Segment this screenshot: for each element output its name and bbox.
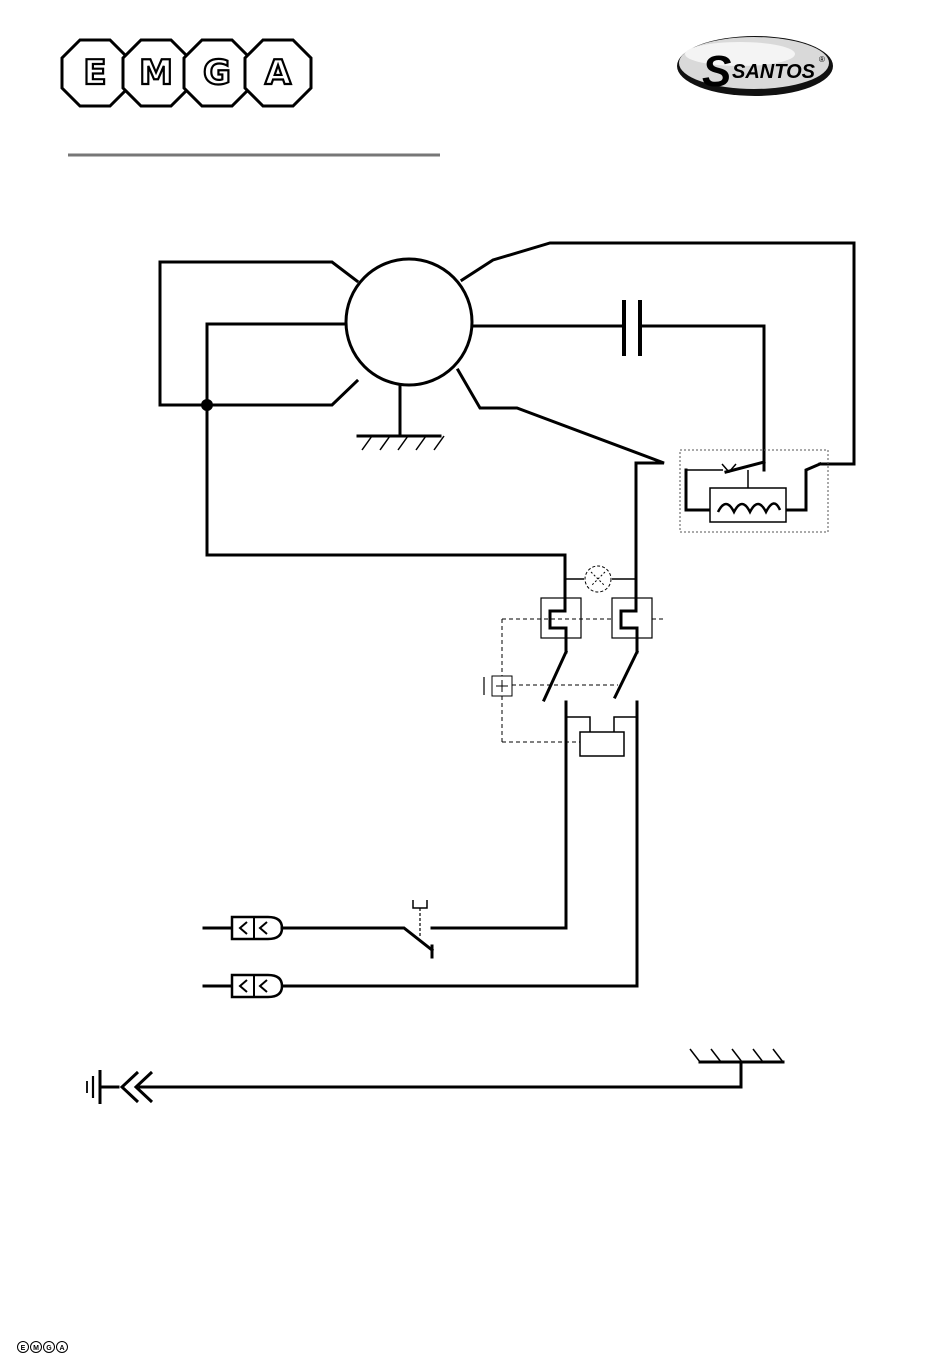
- capacitor-symbol: [624, 300, 640, 356]
- motor-symbol: [346, 259, 472, 385]
- motor-wiring: [160, 243, 854, 600]
- microswitch-symbol: [280, 900, 432, 957]
- emga-letter-m: M: [139, 53, 173, 93]
- santos-initial: S: [702, 47, 731, 96]
- santos-wordmark: SANTOS: [732, 61, 816, 83]
- emga-octagon-a: A: [245, 40, 311, 106]
- footer-emga-letter-a: A: [59, 1345, 64, 1352]
- santos-registered-mark: ®: [819, 55, 825, 64]
- footer-emga-logo: E M G A: [18, 1342, 68, 1353]
- thermal-protector-symbol: [680, 450, 828, 532]
- emga-logo: E M G A: [62, 40, 311, 106]
- santos-logo: S SANTOS ®: [677, 36, 833, 96]
- footer-emga-letter-e: E: [21, 1345, 26, 1352]
- plug-pin-symbol: [204, 917, 282, 997]
- emga-letter-g: G: [203, 53, 231, 93]
- earth-ground-symbol: [358, 436, 444, 450]
- emga-letter-a: A: [265, 53, 292, 93]
- junction-dot: [201, 399, 213, 411]
- indicator-lamp-symbol: [565, 566, 636, 592]
- emga-letter-e: E: [83, 53, 106, 93]
- footer-emga-letter-m: M: [33, 1345, 39, 1352]
- emga-octagon-m: M: [123, 40, 189, 106]
- emga-octagon-g: G: [184, 40, 250, 106]
- protective-earth-symbol: [87, 1049, 783, 1104]
- emga-octagon-e: E: [62, 40, 128, 106]
- footer-emga-letter-g: G: [46, 1345, 52, 1352]
